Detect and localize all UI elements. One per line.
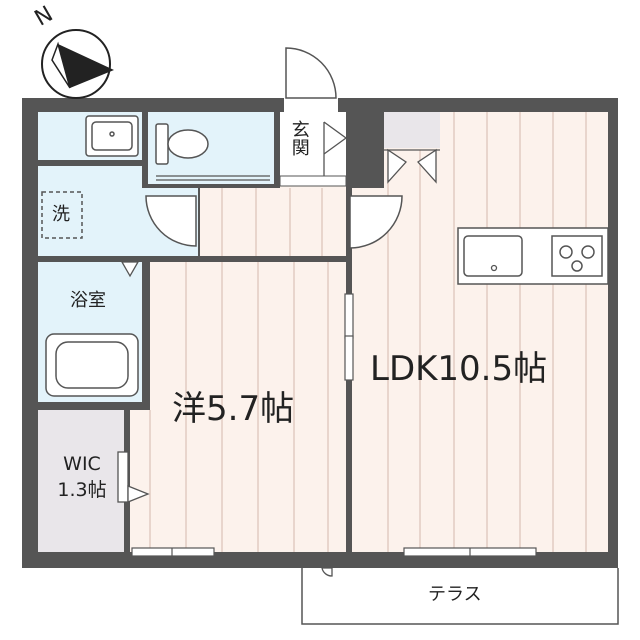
western-room-label: 洋5.7帖	[172, 389, 295, 429]
kitchen-sink	[463, 235, 523, 277]
wic-door[interactable]	[117, 451, 150, 503]
ldk-closet-doors[interactable]	[384, 148, 440, 184]
western-sliding-door[interactable]	[344, 293, 354, 381]
bathtub	[45, 333, 139, 397]
wic-name: WIC	[63, 453, 101, 475]
western-room-floor	[130, 262, 346, 552]
washroom-door[interactable]	[145, 195, 197, 247]
wall-wic-top	[22, 402, 150, 410]
wash-basin	[85, 115, 139, 157]
entrance-door-gap	[284, 96, 338, 112]
ldk-label: LDK10.5帖	[370, 349, 548, 389]
entrance-floor	[280, 112, 346, 184]
washing-machine-space	[41, 191, 83, 239]
bathroom-label: 浴室	[70, 290, 106, 311]
wic-label: WIC 1.3帖	[42, 452, 122, 503]
wall-entrance-left	[274, 98, 280, 188]
wall-bath-corridor	[142, 256, 352, 262]
bathroom-door[interactable]	[120, 261, 140, 278]
terrace-label: テラス	[428, 584, 482, 605]
wall-toilet-left	[142, 98, 148, 184]
stove	[551, 235, 603, 277]
wic-size: 1.3帖	[57, 478, 107, 501]
ldk-window	[403, 547, 537, 557]
washroom-label: 洗	[52, 204, 70, 225]
wall-toilet-bottom	[142, 184, 280, 188]
ldk-closet	[384, 112, 440, 148]
western-floorboard-lines	[149, 262, 329, 552]
wall-vanity-bottom	[38, 160, 142, 166]
toilet-door[interactable]	[156, 175, 270, 181]
western-window	[131, 547, 215, 557]
wall-bath-divider	[142, 256, 150, 410]
ldk-floor	[352, 112, 608, 552]
terrace-door-mark	[321, 567, 333, 577]
terrace-outline	[301, 568, 619, 625]
kitchen-counter	[457, 227, 609, 285]
wall-ldk-upper	[352, 98, 384, 188]
hallway-floorboard-lines	[221, 188, 323, 256]
entrance-door[interactable]	[285, 47, 337, 99]
compass	[41, 29, 114, 99]
wic-floor	[38, 410, 124, 552]
entrance-step	[279, 175, 347, 187]
ldk-door[interactable]	[349, 195, 403, 249]
entrance-label: 玄関	[288, 120, 310, 156]
shoe-closet-doors[interactable]	[323, 121, 348, 176]
toilet	[155, 123, 209, 165]
